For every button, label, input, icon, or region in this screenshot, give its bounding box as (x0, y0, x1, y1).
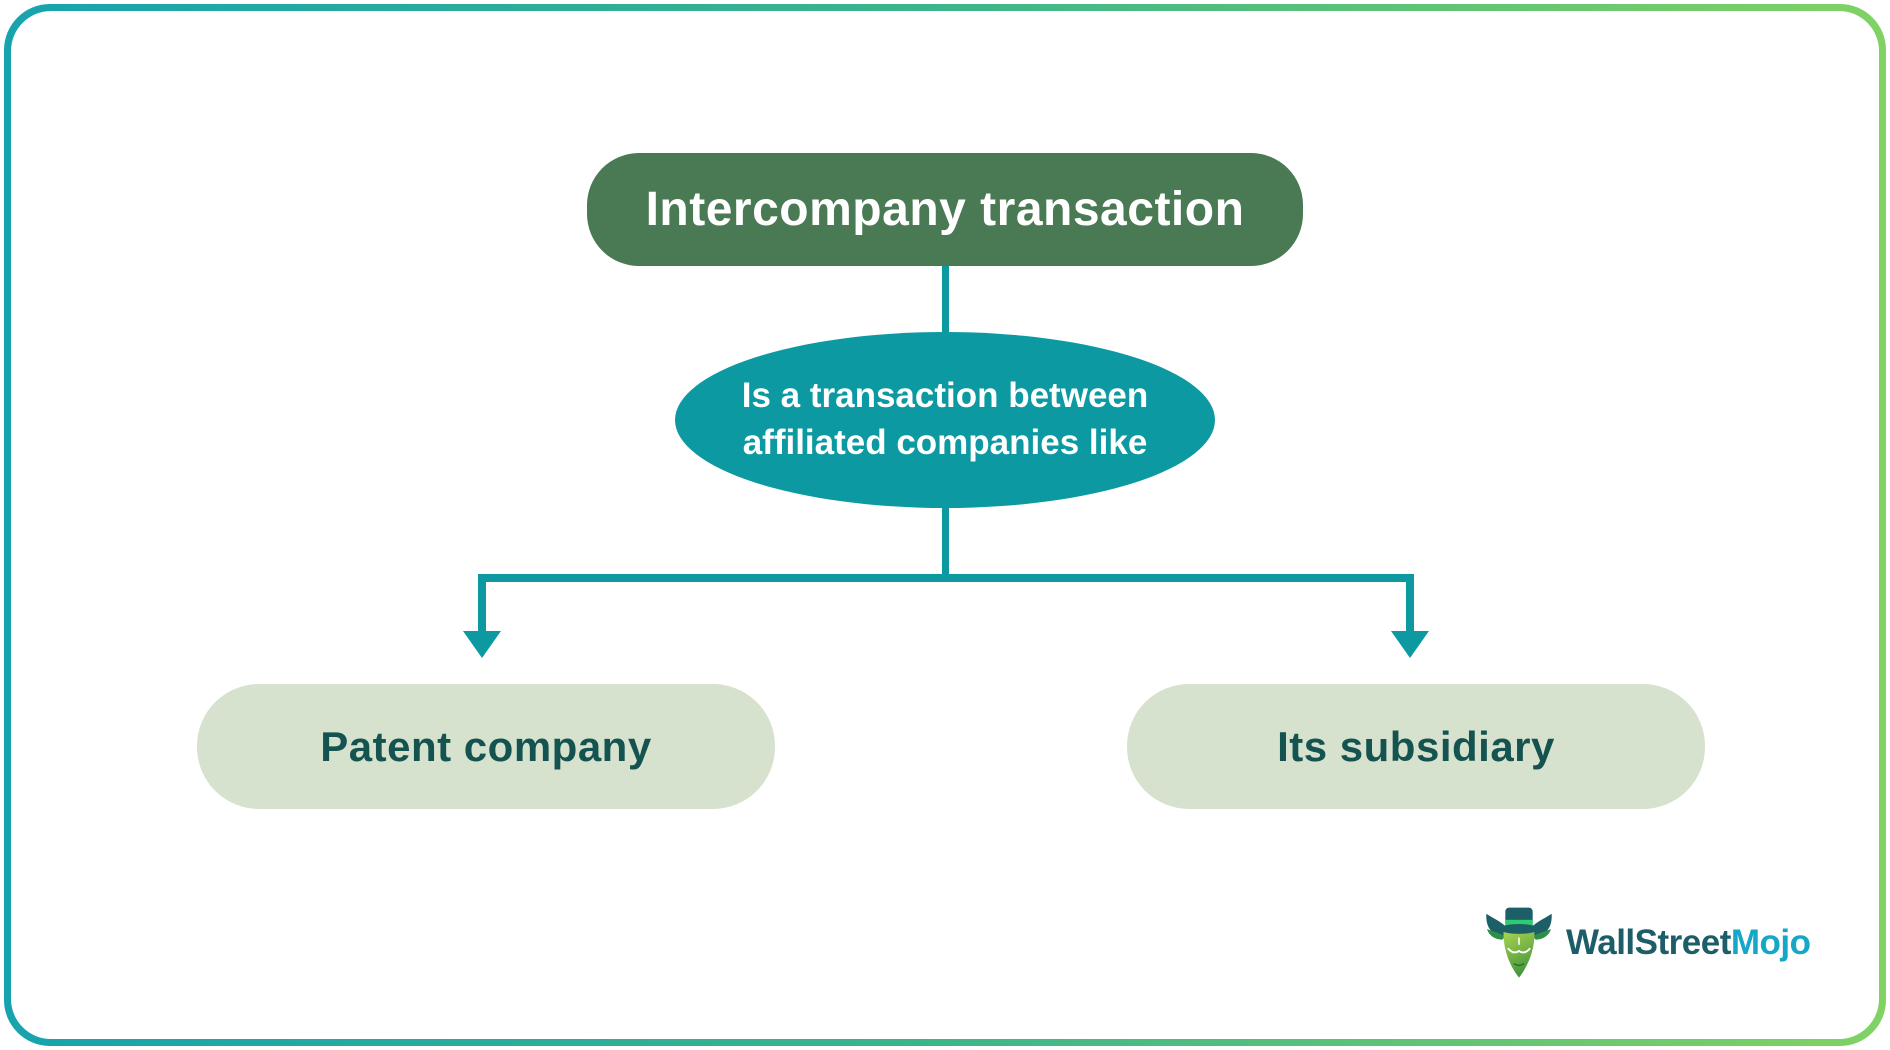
logo-text-primary: WallStreet (1566, 923, 1731, 962)
bull-mascot-icon (1486, 907, 1552, 978)
branch-left-drop-line (478, 574, 486, 634)
branch-horizontal-line (478, 574, 1414, 582)
connector-definition-to-branch (942, 505, 949, 578)
node-its-subsidiary: Its subsidiary (1127, 684, 1705, 809)
arrow-down-right-icon (1391, 631, 1429, 658)
logo-wordmark: WallStreetMojo (1566, 923, 1811, 963)
wallstreetmojo-logo: WallStreetMojo (1481, 906, 1811, 980)
its-subsidiary-label: Its subsidiary (1277, 722, 1555, 770)
node-patent-company: Patent company (197, 684, 775, 809)
arrow-down-left-icon (463, 631, 501, 658)
node-definition-ellipse: Is a transaction between affiliated comp… (675, 332, 1215, 508)
patent-company-label: Patent company (320, 722, 652, 770)
connector-root-to-definition (942, 264, 949, 334)
logo-text-accent: Mojo (1730, 923, 1811, 962)
definition-label: Is a transaction between affiliated comp… (741, 376, 1149, 462)
node-intercompany-transaction: Intercompany transaction (587, 153, 1303, 266)
root-node-label: Intercompany transaction (645, 183, 1245, 236)
branch-right-drop-line (1406, 574, 1414, 634)
